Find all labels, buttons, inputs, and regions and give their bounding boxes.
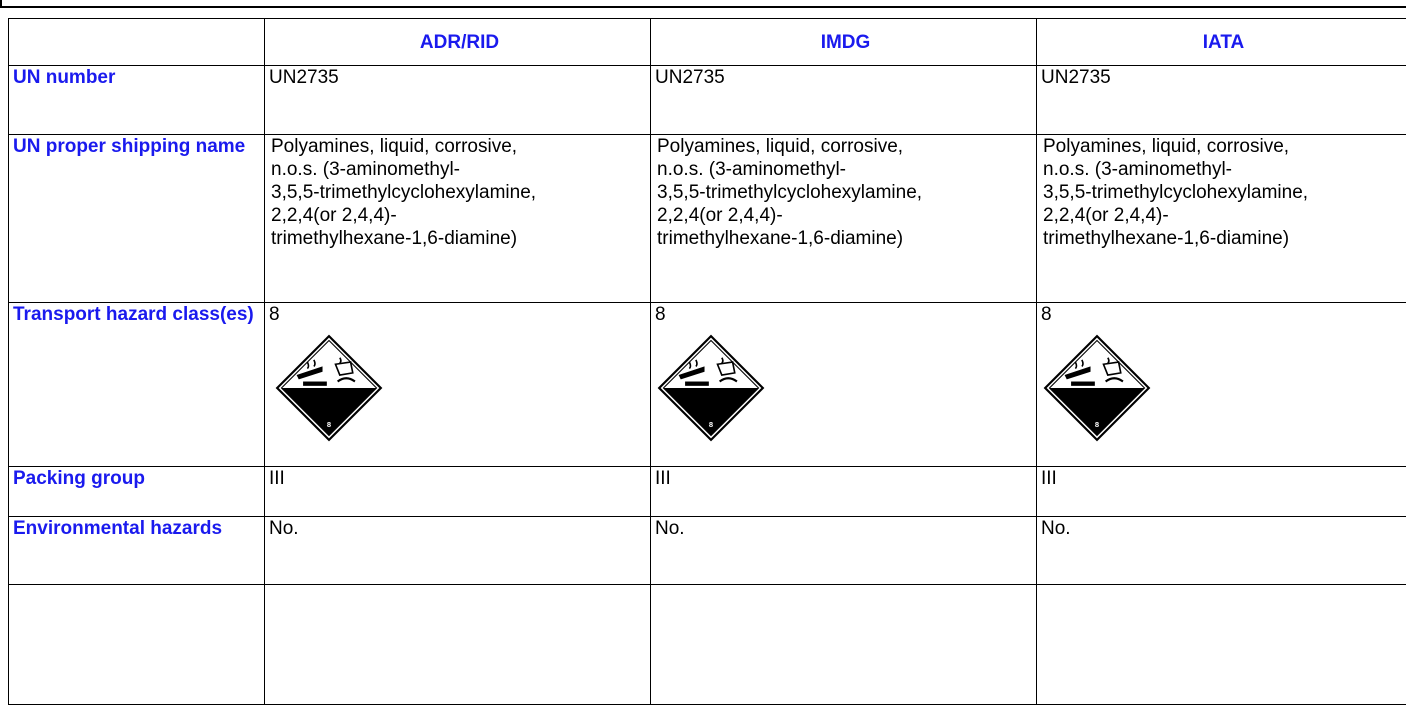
header-row: ADR/RID IMDG IATA [9, 19, 1406, 66]
environmental-hazards-adr-rid: No. [265, 517, 651, 585]
text-line: Polyamines, liquid, corrosive, [657, 135, 1036, 158]
text-line: trimethylhexane-1,6-diamine) [657, 227, 1036, 250]
corrosive-class-8-icon: 8 [275, 334, 383, 442]
text-line: Polyamines, liquid, corrosive, [1043, 135, 1406, 158]
text-line: Polyamines, liquid, corrosive, [271, 135, 650, 158]
header-iata: IATA [1037, 19, 1406, 66]
shipping-name-iata: Polyamines, liquid, corrosive, n.o.s. (3… [1037, 135, 1406, 303]
table-row: Packing group III III III [9, 467, 1406, 517]
un-number-adr-rid: UN2735 [265, 66, 651, 135]
text-line: 2,2,4(or 2,4,4)- [1043, 204, 1406, 227]
row-label-packing-group: Packing group [9, 467, 265, 517]
empty-cell [9, 585, 265, 705]
shipping-name-adr-rid: Polyamines, liquid, corrosive, n.o.s. (3… [265, 135, 651, 303]
hazard-class-value: 8 [1041, 303, 1406, 326]
text-line: 3,5,5-trimethylcyclohexylamine, [1043, 181, 1406, 204]
row-label-shipping-name: UN proper shipping name [9, 135, 265, 303]
corrosive-class-8-icon: 8 [1043, 334, 1151, 442]
hazard-class-imdg: 8 8 [651, 303, 1037, 467]
un-number-imdg: UN2735 [651, 66, 1037, 135]
text-line: 2,2,4(or 2,4,4)- [271, 204, 650, 227]
header-imdg: IMDG [651, 19, 1037, 66]
table-row: Environmental hazards No. No. No. [9, 517, 1406, 585]
environmental-hazards-iata: No. [1037, 517, 1406, 585]
empty-cell [651, 585, 1037, 705]
text-line: trimethylhexane-1,6-diamine) [271, 227, 650, 250]
text-line: trimethylhexane-1,6-diamine) [1043, 227, 1406, 250]
table-row: UN proper shipping name Polyamines, liqu… [9, 135, 1406, 303]
row-label-environmental-hazards: Environmental hazards [9, 517, 265, 585]
packing-group-imdg: III [651, 467, 1037, 517]
packing-group-iata: III [1037, 467, 1406, 517]
table-row [9, 585, 1406, 705]
hazard-class-adr-rid: 8 8 [265, 303, 651, 467]
row-label-un-number: UN number [9, 66, 265, 135]
table-row: Transport hazard class(es) 8 8 8 [9, 303, 1406, 467]
header-adr-rid: ADR/RID [265, 19, 651, 66]
pictogram-number: 8 [327, 420, 331, 429]
corrosive-class-8-icon: 8 [657, 334, 765, 442]
header-empty [9, 19, 265, 66]
pictogram-number: 8 [1095, 420, 1099, 429]
text-line: n.o.s. (3-aminomethyl- [271, 158, 650, 181]
row-label-hazard-class: Transport hazard class(es) [9, 303, 265, 467]
text-line: n.o.s. (3-aminomethyl- [1043, 158, 1406, 181]
empty-cell [265, 585, 651, 705]
pictogram-number: 8 [709, 420, 713, 429]
packing-group-adr-rid: III [265, 467, 651, 517]
section-top-border [0, 0, 1406, 8]
table-row: UN number UN2735 UN2735 UN2735 [9, 66, 1406, 135]
text-line: 3,5,5-trimethylcyclohexylamine, [271, 181, 650, 204]
empty-cell [1037, 585, 1406, 705]
shipping-name-imdg: Polyamines, liquid, corrosive, n.o.s. (3… [651, 135, 1037, 303]
transport-information-table: ADR/RID IMDG IATA UN number UN2735 UN273… [8, 18, 1406, 705]
hazard-class-value: 8 [655, 303, 1036, 326]
hazard-class-value: 8 [269, 303, 650, 326]
hazard-class-iata: 8 8 [1037, 303, 1406, 467]
un-number-iata: UN2735 [1037, 66, 1406, 135]
text-line: 2,2,4(or 2,4,4)- [657, 204, 1036, 227]
environmental-hazards-imdg: No. [651, 517, 1037, 585]
text-line: 3,5,5-trimethylcyclohexylamine, [657, 181, 1036, 204]
text-line: n.o.s. (3-aminomethyl- [657, 158, 1036, 181]
